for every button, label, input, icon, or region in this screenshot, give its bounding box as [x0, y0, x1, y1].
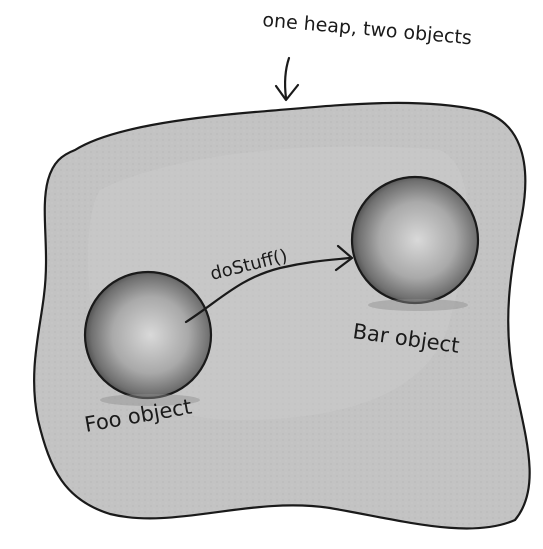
foo-object: Foo object	[83, 272, 211, 437]
annotation-arrow-shaft	[285, 58, 289, 98]
bar-object-sphere	[352, 177, 478, 303]
annotation-arrow-head	[276, 85, 298, 100]
annotation-text: one heap, two objects	[262, 9, 473, 49]
bar-object-shadow	[368, 299, 468, 311]
foo-object-sphere	[85, 272, 211, 398]
